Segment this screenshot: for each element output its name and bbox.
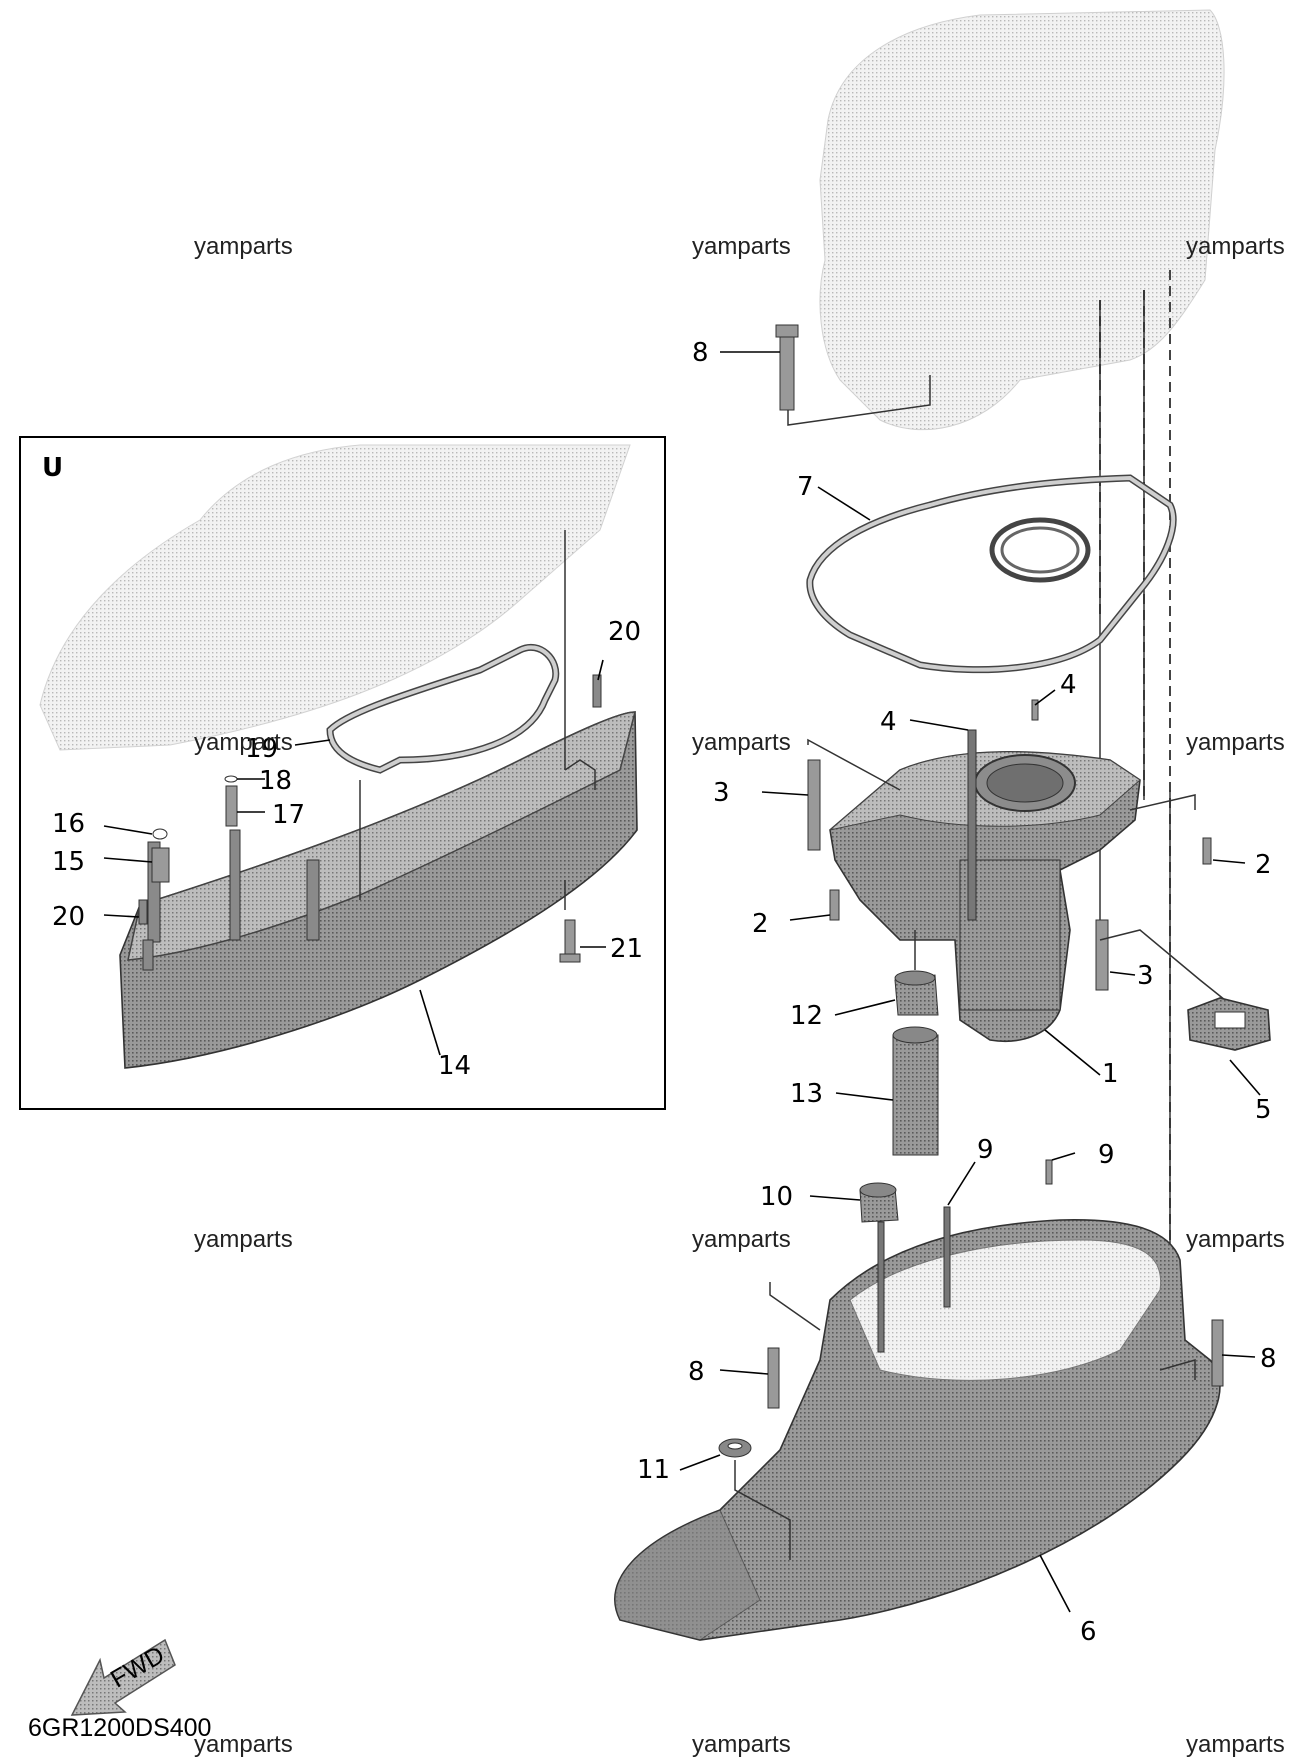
callout-12: 12 xyxy=(790,1001,823,1031)
fwd-arrow: FWD xyxy=(70,1638,176,1716)
watermark-text: yamparts xyxy=(692,233,791,260)
main-leaders xyxy=(679,351,1261,1613)
callout-18: 18 xyxy=(259,766,292,796)
callout-11: 11 xyxy=(637,1455,670,1485)
engine-block-ghost xyxy=(819,9,1225,431)
callout-3: 3 xyxy=(1137,961,1154,991)
callout-9: 9 xyxy=(977,1135,994,1165)
watermark-text: yamparts xyxy=(1186,729,1285,756)
callout-4: 4 xyxy=(880,707,897,737)
watermark-text: yamparts xyxy=(692,1226,791,1253)
callout-16: 16 xyxy=(52,809,85,839)
watermark-text: yamparts xyxy=(194,1731,293,1758)
callout-1: 1 xyxy=(1102,1059,1119,1089)
watermark-text: yamparts xyxy=(1186,233,1285,260)
watermark-text: yamparts xyxy=(194,729,293,756)
callout-8: 8 xyxy=(692,338,709,368)
inset-frame: U xyxy=(19,436,666,1110)
callout-15: 15 xyxy=(52,847,85,877)
callout-20: 20 xyxy=(608,617,641,647)
inset-engine-ghost xyxy=(39,444,631,751)
callout-4: 4 xyxy=(1060,670,1077,700)
watermark-text: yamparts xyxy=(194,233,293,260)
callout-8: 8 xyxy=(1260,1344,1277,1374)
callout-13: 13 xyxy=(790,1079,823,1109)
diagram-code: 6GR1200DS400 xyxy=(28,1714,211,1742)
watermarks: yamparts yamparts yamparts yamparts yamp… xyxy=(194,233,1285,1758)
watermark-text: yamparts xyxy=(1186,1226,1285,1253)
callout-6: 6 xyxy=(1080,1617,1097,1647)
inset-leaders xyxy=(103,659,606,1056)
watermark-text: yamparts xyxy=(692,1731,791,1758)
watermark-text: yamparts xyxy=(1186,1731,1285,1758)
callout-21: 21 xyxy=(610,934,643,964)
callout-numbers: 1 2 2 3 3 4 4 5 6 7 8 8 8 9 9 10 11 12 1… xyxy=(52,338,1277,1647)
inset-cover-top xyxy=(127,711,636,961)
callout-2: 2 xyxy=(1255,850,1272,880)
watermark-text: yamparts xyxy=(194,1226,293,1253)
callout-19: 19 xyxy=(245,734,278,764)
callout-7: 7 xyxy=(797,472,814,502)
callout-17: 17 xyxy=(272,800,305,830)
callout-10: 10 xyxy=(760,1182,793,1212)
watermark-text: yamparts xyxy=(692,729,791,756)
callout-14: 14 xyxy=(438,1051,471,1081)
callout-9: 9 xyxy=(1098,1140,1115,1170)
callout-5: 5 xyxy=(1255,1095,1272,1125)
callout-3: 3 xyxy=(713,778,730,808)
callout-20: 20 xyxy=(52,902,85,932)
callout-2: 2 xyxy=(752,909,769,939)
callout-8: 8 xyxy=(688,1357,705,1387)
inset-label: U xyxy=(42,453,63,483)
